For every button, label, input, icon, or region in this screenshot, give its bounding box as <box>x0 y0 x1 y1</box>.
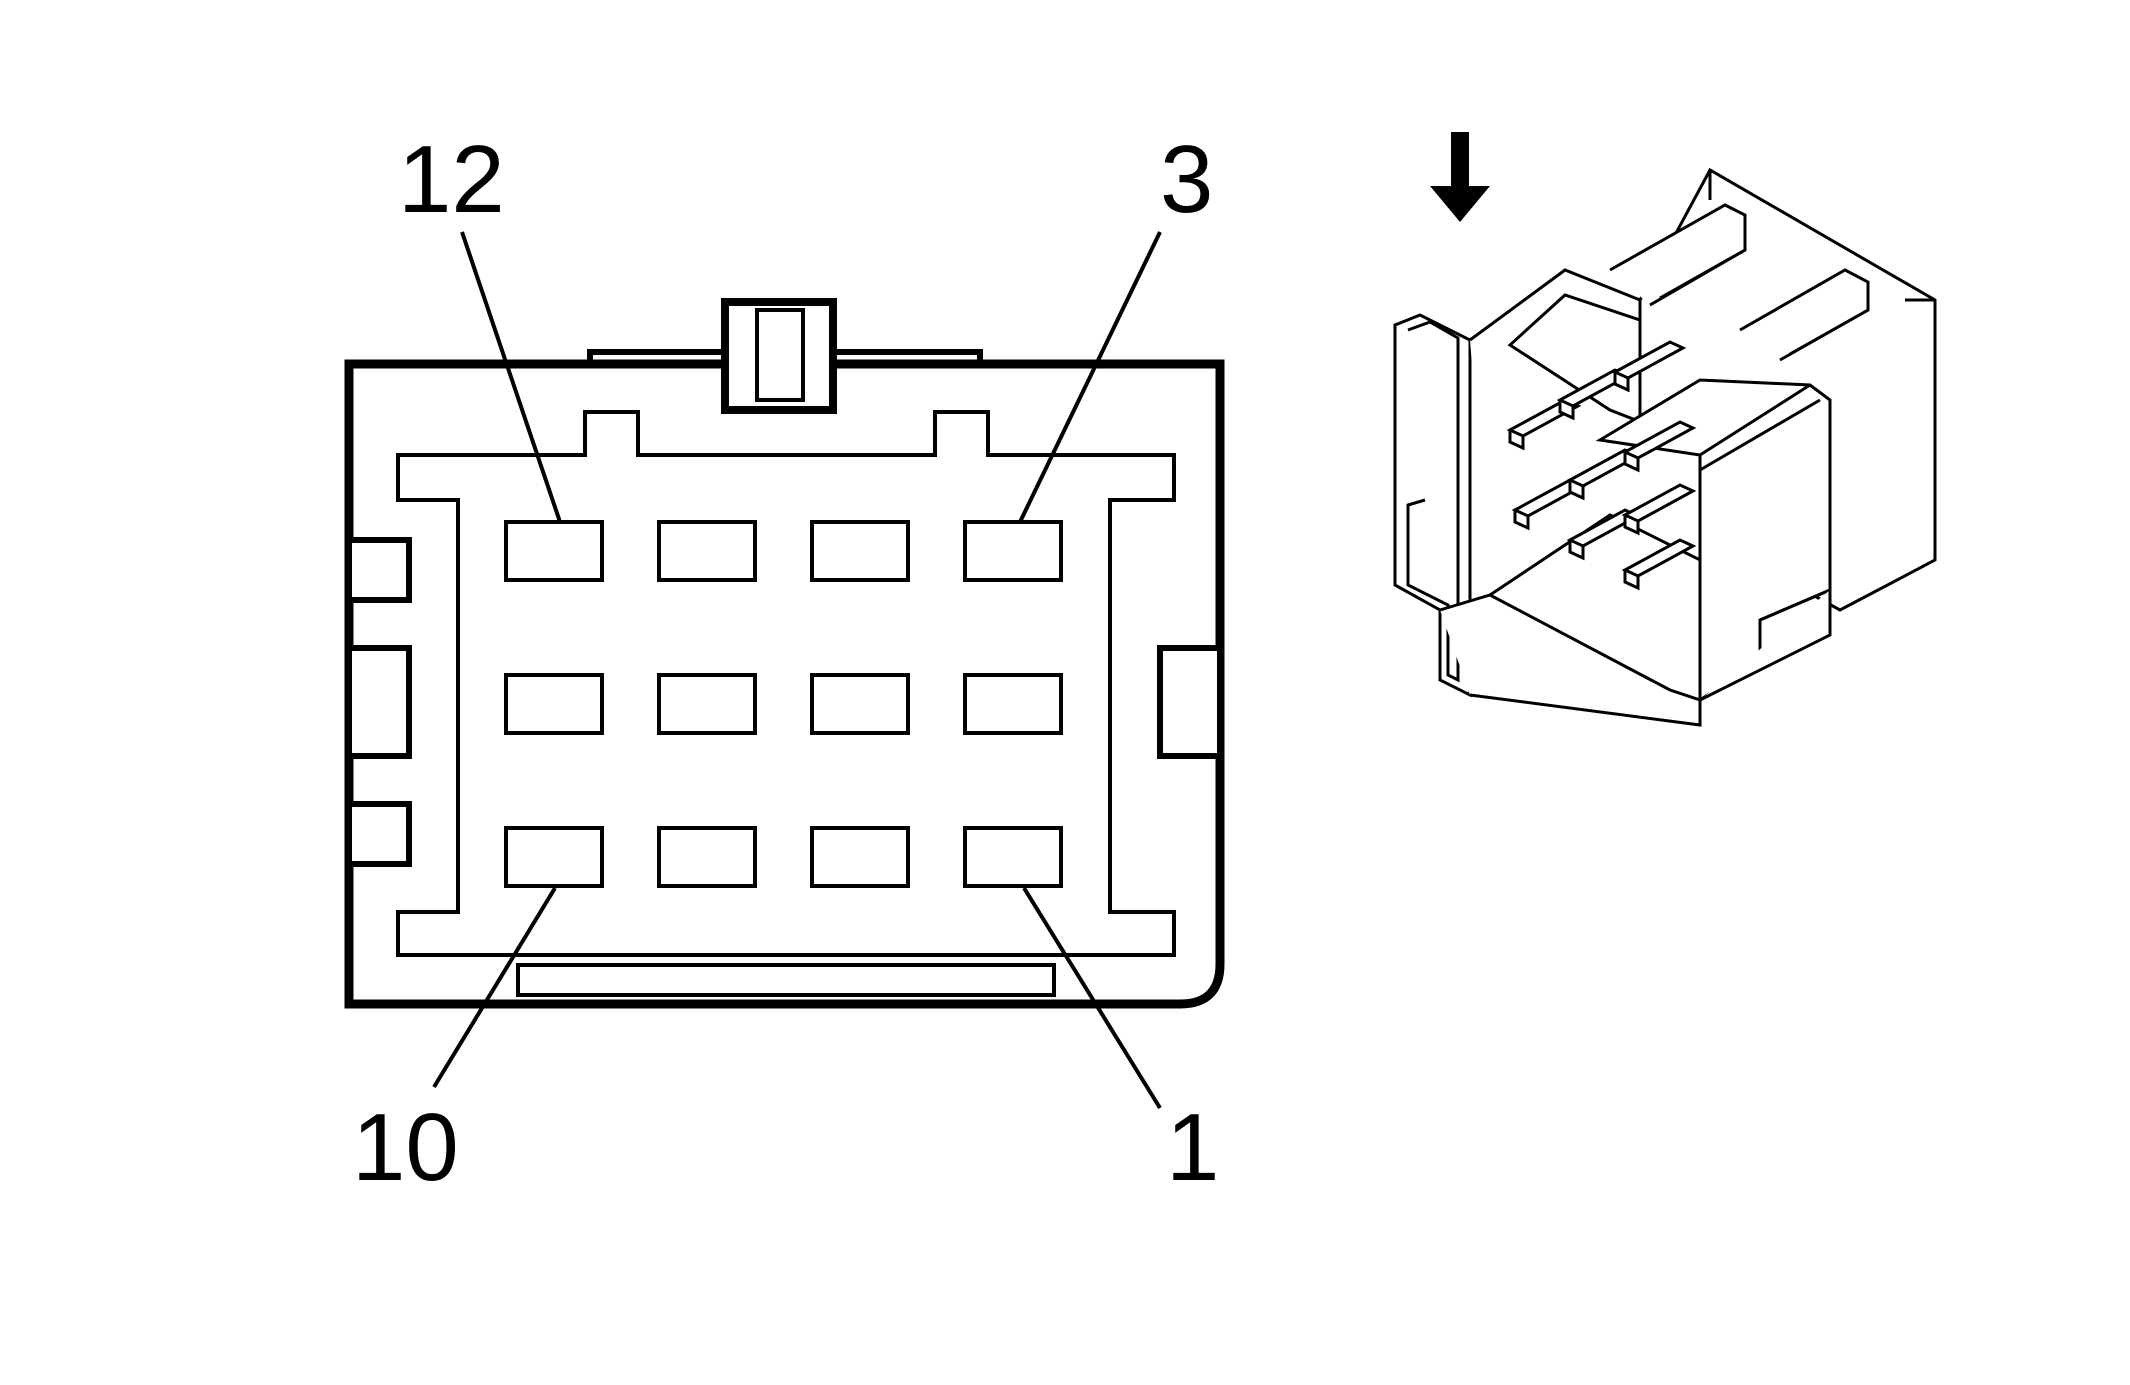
terminal-cavity <box>504 520 604 582</box>
terminal-cavity <box>963 826 1063 888</box>
terminal-cavity <box>657 673 757 735</box>
terminal-cavity <box>504 826 604 888</box>
leader-line-pin-12 <box>460 231 562 523</box>
terminal-pin <box>1621 483 1697 536</box>
leader-line-pin-1 <box>1022 886 1162 1110</box>
terminal-cavity <box>810 520 910 582</box>
leader-line-pin-3 <box>1018 231 1162 523</box>
terminal-cavity <box>963 520 1063 582</box>
connector-face-view: 12 3 10 1 <box>344 126 1225 1201</box>
terminal-pin <box>1621 538 1697 591</box>
terminal-cavity <box>810 673 910 735</box>
left-side-ribs <box>346 537 412 867</box>
bottom-keying-slot <box>516 963 1056 997</box>
pin-label-12: 12 <box>398 126 505 233</box>
terminal-cavity <box>810 826 910 888</box>
housing-inner-contour <box>396 410 1176 957</box>
terminal-cavity <box>504 673 604 735</box>
leader-line-pin-10 <box>432 886 557 1089</box>
pin-label-1: 1 <box>1166 1094 1219 1201</box>
down-arrow-icon <box>1430 132 1490 222</box>
connector-isometric-view <box>1393 132 1937 727</box>
housing-outline <box>344 359 1225 1009</box>
terminal-pins <box>1506 340 1697 591</box>
terminal-cavity <box>657 826 757 888</box>
pin-label-10: 10 <box>352 1094 459 1201</box>
latch-tab <box>587 298 983 414</box>
terminal-pin <box>1621 420 1697 473</box>
terminal-cavities <box>504 520 1063 888</box>
terminal-cavity <box>963 673 1063 735</box>
right-side-rib <box>1157 645 1223 759</box>
terminal-cavity <box>657 520 757 582</box>
pin-label-3: 3 <box>1160 126 1213 233</box>
terminal-pin <box>1611 340 1687 393</box>
leader-lines <box>432 231 1162 1110</box>
